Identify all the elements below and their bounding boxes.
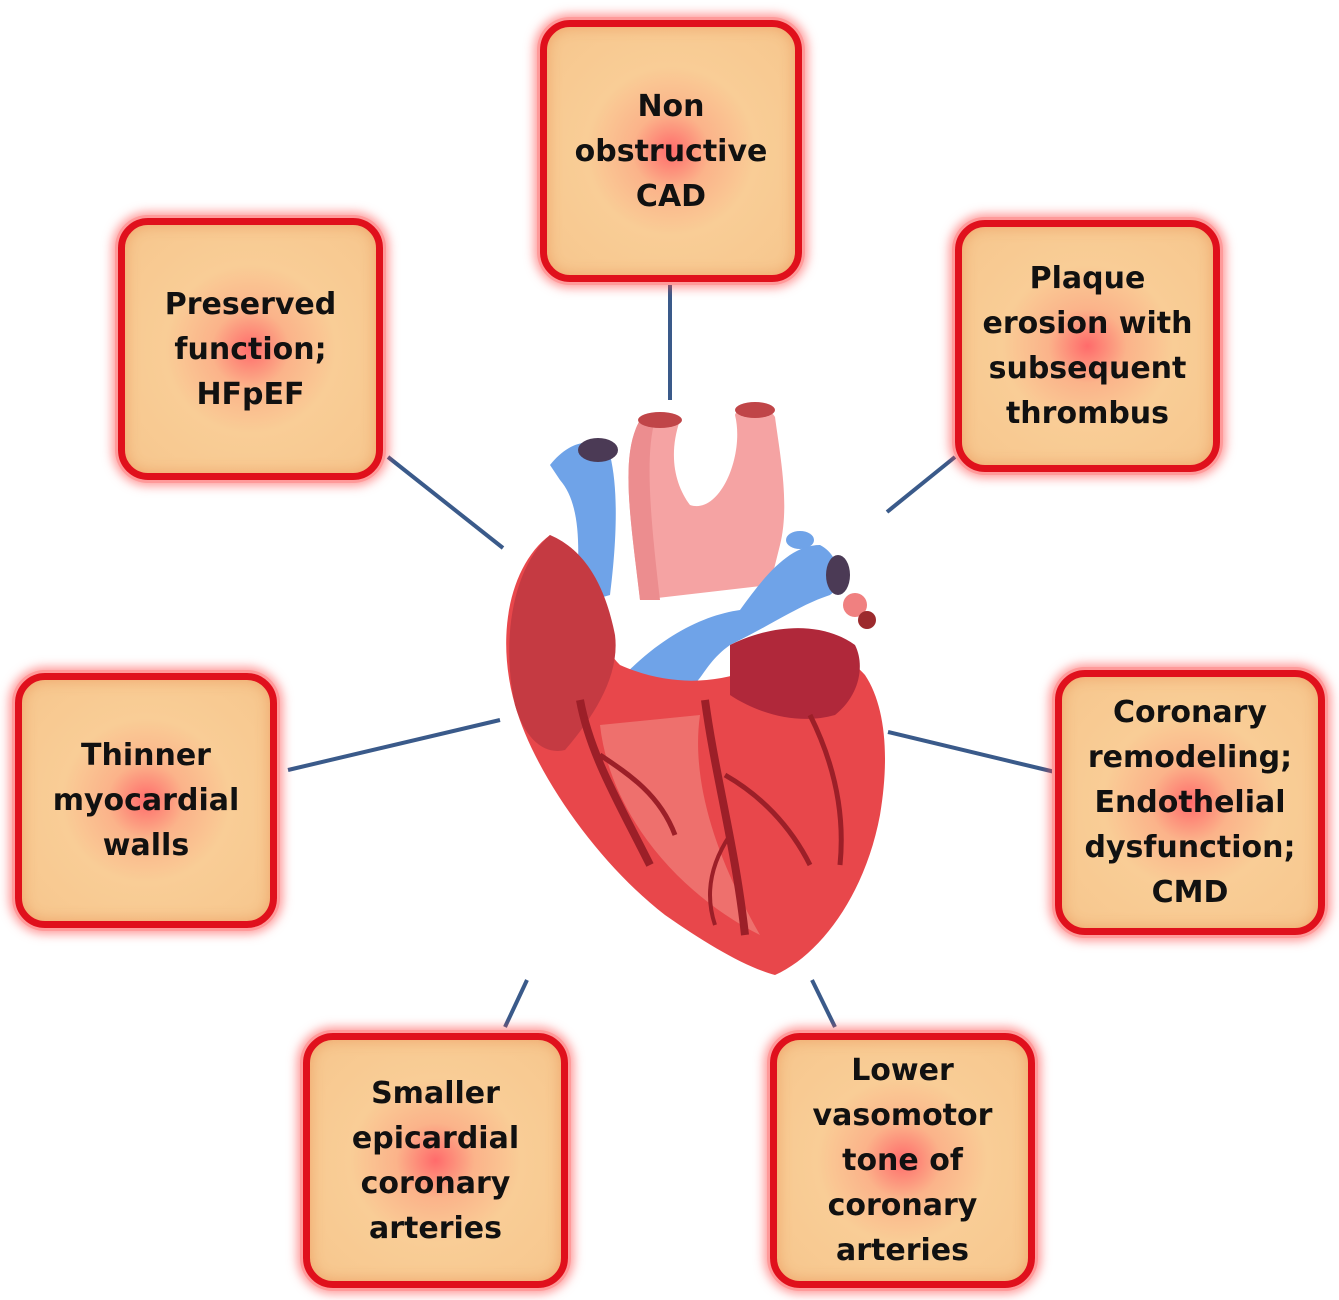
connector-thinner-walls (288, 720, 500, 770)
card-preserved-function: Preserved function; HFpEF (118, 218, 383, 480)
card-label: Preserved function; HFpEF (165, 282, 337, 417)
connector-preserved-function (388, 457, 503, 548)
card-label: Smaller epicardial coronary arteries (352, 1071, 519, 1251)
card-plaque-erosion: Plaque erosion with subsequent thrombus (955, 220, 1220, 472)
card-lower-vasomotor-tone: Lower vasomotor tone of coronary arterie… (770, 1033, 1035, 1288)
card-non-obstructive-cad: Non obstructive CAD (540, 20, 802, 282)
card-thinner-walls: Thinner myocardial walls (15, 673, 277, 928)
card-label: Plaque erosion with subsequent thrombus (983, 256, 1193, 436)
card-label: Non obstructive CAD (575, 84, 768, 219)
card-label: Lower vasomotor tone of coronary arterie… (813, 1048, 993, 1273)
connector-lower-vasomotor-tone (812, 980, 835, 1027)
connector-coronary-remodeling (888, 732, 1055, 772)
connector-plaque-erosion (887, 457, 955, 512)
card-label: Thinner myocardial walls (53, 733, 240, 868)
connector-smaller-epicardial (505, 980, 527, 1027)
card-smaller-epicardial: Smaller epicardial coronary arteries (303, 1033, 568, 1288)
card-label: Coronary remodeling; Endothelial dysfunc… (1084, 690, 1295, 915)
card-coronary-remodeling: Coronary remodeling; Endothelial dysfunc… (1055, 670, 1325, 935)
anatomical-heart-icon (490, 395, 890, 985)
